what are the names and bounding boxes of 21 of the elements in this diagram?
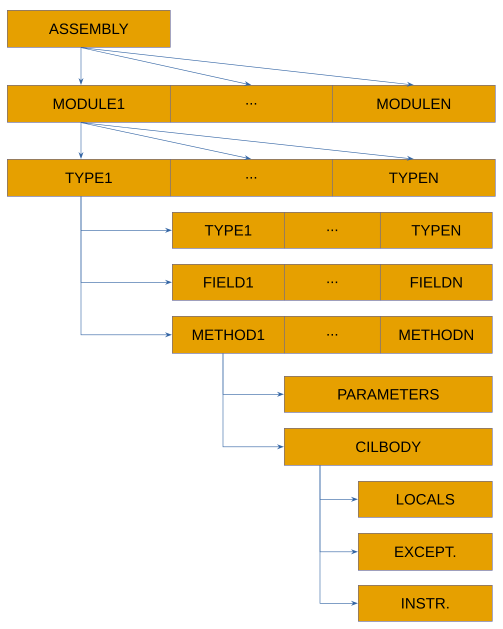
label-box: CILBODY	[284, 428, 493, 466]
label-box: ...	[284, 316, 381, 354]
label-box: FIELD1	[172, 264, 285, 301]
label-box: LOCALS	[358, 481, 493, 518]
label-box: MODULEN	[332, 85, 496, 123]
label-box: TYPEN	[332, 159, 496, 197]
label-box: ...	[284, 212, 381, 249]
label-box: METHODN	[380, 316, 493, 354]
label-box: ...	[170, 159, 333, 197]
label-box: INSTR.	[358, 585, 493, 622]
label-box: EXCEPT.	[358, 533, 493, 571]
label-box: TYPE1	[172, 212, 285, 249]
label-box: ...	[284, 264, 381, 301]
label-box: ...	[170, 85, 333, 123]
label-box: METHOD1	[172, 316, 285, 354]
label-box: TYPE1	[7, 159, 171, 197]
label-box: TYPEN	[380, 212, 493, 249]
label-box: MODULE1	[7, 85, 171, 123]
label-box: PARAMETERS	[284, 376, 493, 413]
label-box: FIELDN	[380, 264, 493, 301]
label-box: ASSEMBLY	[7, 10, 171, 48]
